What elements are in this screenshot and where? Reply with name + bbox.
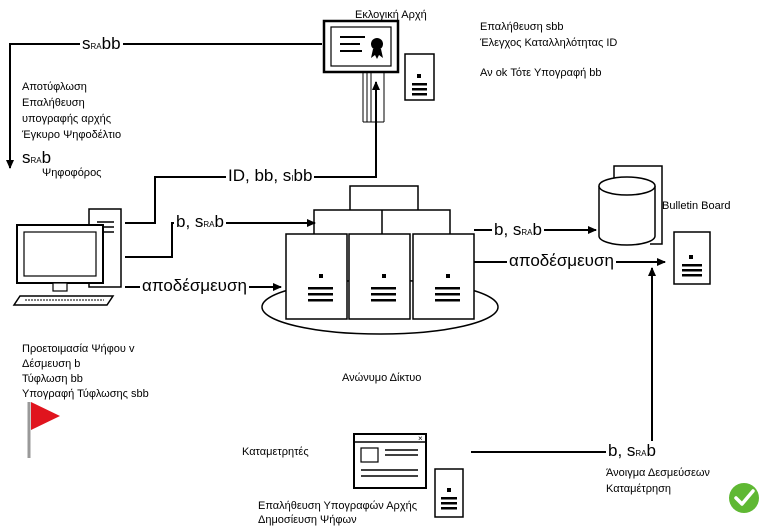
edge-id-sub: I: [291, 174, 294, 183]
authority-action: Αν ok Τότε Υπογραφή bb: [480, 67, 602, 79]
prep-action: Υπογραφή Τύφλωσης sbb: [22, 388, 149, 400]
edge-label-b-s3: b, sRAb: [606, 441, 658, 464]
certificate-icon: [322, 19, 400, 74]
database-icon: [598, 165, 663, 246]
edge-label-sub: RA: [90, 42, 102, 51]
prep-action: Τύφλωση bb: [22, 373, 83, 385]
voter-token-sub: RA: [30, 156, 42, 165]
voter-token-s: s: [22, 148, 31, 167]
voter-token-rest: b: [41, 148, 52, 167]
counters-server-icon: [434, 468, 464, 518]
edge-label-b-s1: b, sRAb: [174, 212, 226, 235]
authority-pillars: [362, 73, 385, 123]
counters-label: Καταμετρητές: [242, 446, 309, 458]
edge-counters-to-board: [471, 267, 656, 453]
svg-text:×: ×: [418, 434, 423, 443]
voter-action: Αποτύφλωση: [22, 81, 87, 93]
edge-id-pre: ID, bb, s: [228, 166, 292, 185]
edge-label-s: s: [82, 34, 91, 53]
open-action: Καταμέτρηση: [606, 483, 671, 495]
edge-label-rest: bb: [101, 34, 121, 53]
edge-label-decommit-right: αποδέσμευση: [507, 251, 616, 271]
edge-b1-sub: RA: [203, 220, 215, 229]
red-flag-icon: [27, 402, 60, 458]
authority-server-icon: [404, 53, 435, 101]
open-action: Άνοιγμα Δεσμεύσεων: [606, 467, 710, 479]
prep-action: Δέσμευση b: [22, 358, 81, 370]
prep-action: Προετοιμασία Ψήφου v: [22, 343, 135, 355]
network-label: Ανώνυμο Δίκτυο: [342, 372, 422, 384]
edge-b3-sub: RA: [635, 449, 647, 458]
checkmark-icon: [729, 483, 759, 513]
voter-action: Επαλήθευση: [22, 97, 85, 109]
voter-action: Έγκυρο Ψηφοδέλτιο: [22, 129, 122, 141]
voter-token: sRAb: [22, 148, 51, 171]
edge-b1-pre: b, s: [176, 212, 204, 231]
computer-icon: [12, 208, 122, 306]
voter-action: υπογραφής αρχής: [22, 113, 112, 125]
edge-b2-sub: RA: [521, 228, 533, 237]
board-server-icon: [673, 231, 711, 285]
edge-b3-rest: b: [646, 441, 656, 460]
edge-label-decommit-left: αποδέσμευση: [140, 276, 249, 296]
authority-title: Εκλογική Αρχή: [355, 9, 427, 21]
edge-b1-rest: b: [214, 212, 224, 231]
edge-b3-pre: b, s: [608, 441, 636, 460]
edge-label-id: ID, bb, sIbb: [226, 166, 315, 189]
edge-authority-to-voter: [6, 43, 322, 169]
network-servers: [261, 185, 499, 335]
edge-label-b-s2: b, sRAb: [492, 220, 544, 243]
edge-label-s-bb: sRAbb: [80, 34, 123, 57]
voter-label: Ψηφοφόρος: [42, 167, 102, 179]
edge-id-rest: bb: [293, 166, 313, 185]
edge-voter-to-network: [125, 219, 316, 258]
counter-action: Επαλήθευση Υπογραφών Αρχής: [258, 500, 418, 512]
edge-b2-rest: b: [532, 220, 542, 239]
edge-b2-pre: b, s: [494, 220, 522, 239]
authority-action: Έλεγχος Καταλληλότητας ID: [480, 37, 618, 49]
bulletin-label: Bulletin Board: [662, 200, 731, 212]
edge-voter-to-authority: [125, 81, 380, 224]
counter-action: Δημοσίευση Ψήφων: [258, 514, 357, 526]
browser-window-icon: ×: [353, 433, 427, 489]
authority-action: Επαλήθευση sbb: [480, 21, 564, 33]
